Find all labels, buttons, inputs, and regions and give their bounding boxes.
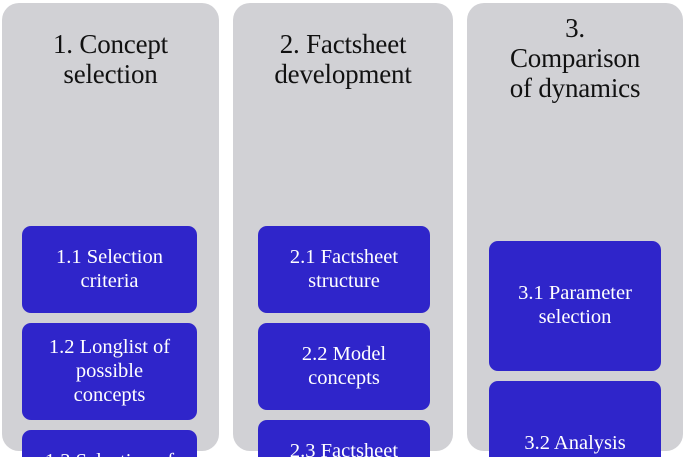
phase-title-3: 3. Comparison of dynamics: [509, 13, 641, 104]
node-1-1[interactable]: 1.1 Selection criteria: [22, 226, 197, 314]
phase-panel-comparison-of-dynamics: 3. Comparison of dynamics 3.1 Parameter …: [467, 3, 683, 457]
node-3-1[interactable]: 3.1 Parameter selection: [489, 240, 661, 371]
node-1-2[interactable]: 1.2 Longlist of possible concepts: [22, 323, 197, 421]
phase-nodes-3: 3.1 Parameter selection 3.2 Analysis and…: [467, 104, 683, 457]
phase-nodes-1: 1.1 Selection criteria 1.2 Longlist of p…: [2, 89, 219, 457]
node-1-3[interactable]: 1.3 Selection of concepts: [22, 430, 197, 457]
phase-title-2: 2. Factsheet development: [274, 29, 412, 90]
node-3-2[interactable]: 3.2 Analysis and comparison: [489, 380, 661, 457]
phase-nodes-2: 2.1 Factsheet structure 2.2 Model concep…: [233, 89, 453, 457]
node-2-1[interactable]: 2.1 Factsheet structure: [258, 226, 430, 314]
node-2-2[interactable]: 2.2 Model concepts: [258, 323, 430, 411]
phase-panel-factsheet-development: 2. Factsheet development 2.1 Factsheet s…: [233, 3, 453, 457]
phase-title-1: 1. Concept selection: [53, 29, 168, 90]
node-2-3[interactable]: 2.3 Factsheet completion: [258, 420, 430, 457]
phase-panel-concept-selection: 1. Concept selection 1.1 Selection crite…: [2, 3, 219, 457]
